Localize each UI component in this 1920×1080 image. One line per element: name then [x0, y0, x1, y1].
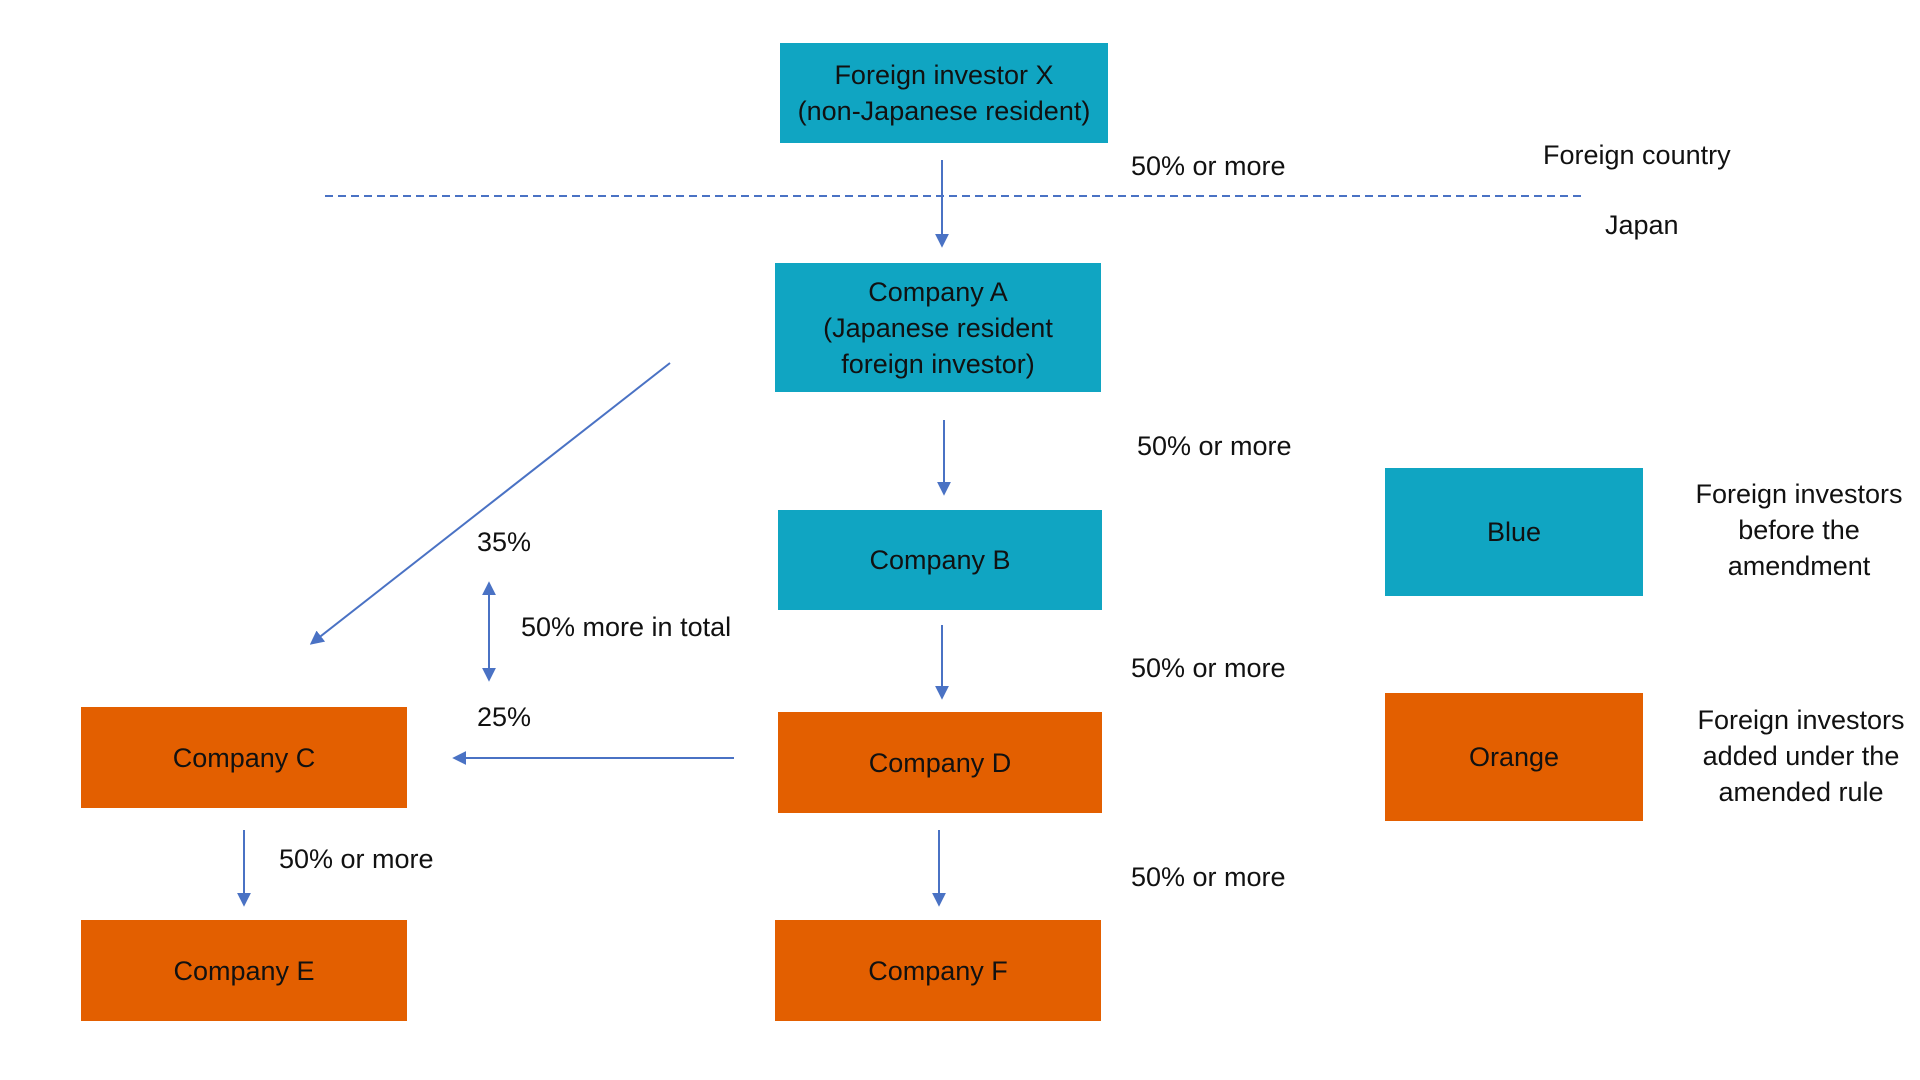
label-a-to-b: 50% or more: [1137, 431, 1292, 461]
label-d-to-f: 50% or more: [1131, 862, 1286, 892]
legend-orange-description: Foreign investors added under the amende…: [1697, 705, 1905, 807]
region-foreign-country: Foreign country: [1543, 140, 1731, 170]
label-25-percent: 25%: [477, 702, 532, 732]
foreign-investor-x-box: Foreign investor X (non-Japanese residen…: [780, 43, 1108, 143]
label-c-to-e: 50% or more: [279, 844, 434, 874]
legend-orange-swatch: Orange: [1385, 693, 1643, 821]
legend-blue-swatch: Blue: [1385, 468, 1643, 596]
arrow-a-to-c: [309, 362, 671, 645]
label-combined-total: 50% more in total: [521, 612, 732, 642]
company-e-box: Company E: [81, 920, 407, 1021]
company-b-box: Company B: [778, 510, 1102, 610]
company-d-box: Company D: [778, 712, 1102, 813]
label-x-to-a: 50% or more: [1131, 151, 1286, 181]
company-a-box: Company A (Japanese resident foreign inv…: [775, 263, 1101, 392]
legend-blue-description: Foreign investors before the amendment: [1695, 479, 1903, 581]
company-f-box: Company F: [775, 920, 1101, 1021]
region-japan: Japan: [1605, 210, 1679, 240]
company-c-box: Company C: [81, 707, 407, 808]
label-b-to-d: 50% or more: [1131, 653, 1286, 683]
label-35-percent: 35%: [477, 527, 532, 557]
